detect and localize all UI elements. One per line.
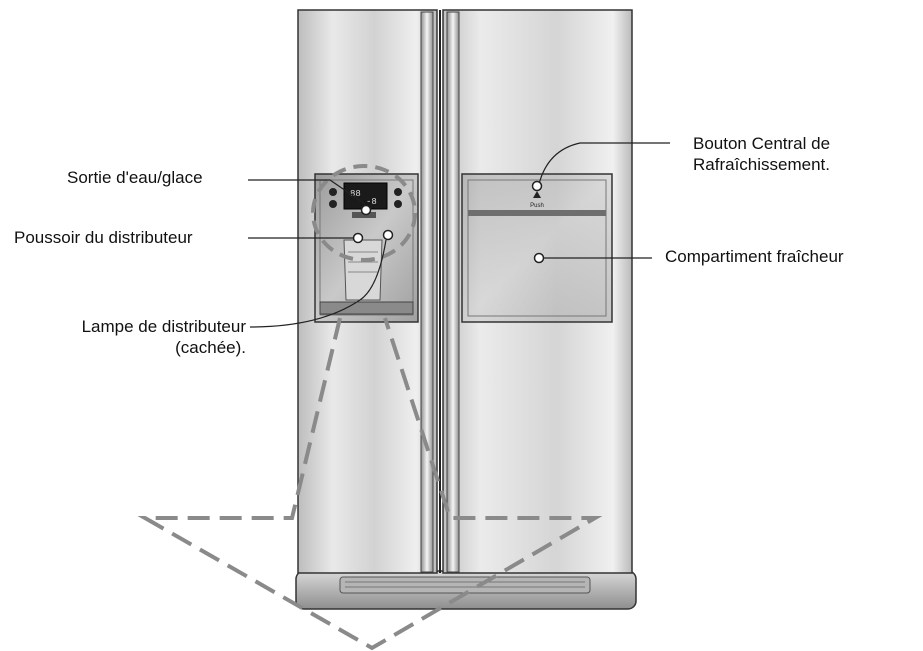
label-water-ice-outlet: Sortie d'eau/glace [67, 168, 203, 187]
central-button-point [531, 180, 543, 192]
push-button [533, 191, 541, 198]
leader-lines [248, 142, 670, 328]
base-vent [339, 576, 591, 594]
label-dispenser-lamp-line1: Lampe de distributeur [81, 317, 246, 336]
fridge-handle [446, 11, 460, 573]
water-outlet-point [360, 204, 372, 216]
floor-area-outline [137, 317, 603, 651]
control-panel: 88 -8 [329, 182, 402, 218]
label-central-button-line1: Bouton Central de [693, 134, 831, 153]
svg-text:88: 88 [350, 189, 361, 199]
dispenser-highlight-circle [311, 164, 417, 262]
label-dispenser-lamp-line2: (cachée). [175, 338, 246, 357]
freezer-handle [420, 11, 434, 573]
dispenser-pad-point [352, 232, 364, 244]
drip-tray [319, 301, 414, 315]
fresh-compartment-trim [468, 210, 606, 216]
fresh-compartment-point [533, 252, 545, 264]
dispenser-paddle [343, 239, 383, 301]
label-dispenser-pad: Poussoir du distributeur [14, 228, 193, 247]
label-central-button: Bouton Central de Rafraîchissement. [693, 133, 830, 175]
dispenser-lamp-point [382, 229, 394, 241]
label-dispenser-lamp: Lampe de distributeur (cachée). [20, 316, 246, 358]
label-fresh-compartment: Compartiment fraîcheur [665, 247, 844, 266]
refrigerator: 88 -8 Push [295, 9, 637, 610]
svg-text:-8: -8 [366, 197, 377, 207]
label-central-button-line2: Rafraîchissement. [693, 155, 830, 174]
fresh-compartment [461, 173, 613, 323]
push-label: Push [530, 203, 544, 209]
